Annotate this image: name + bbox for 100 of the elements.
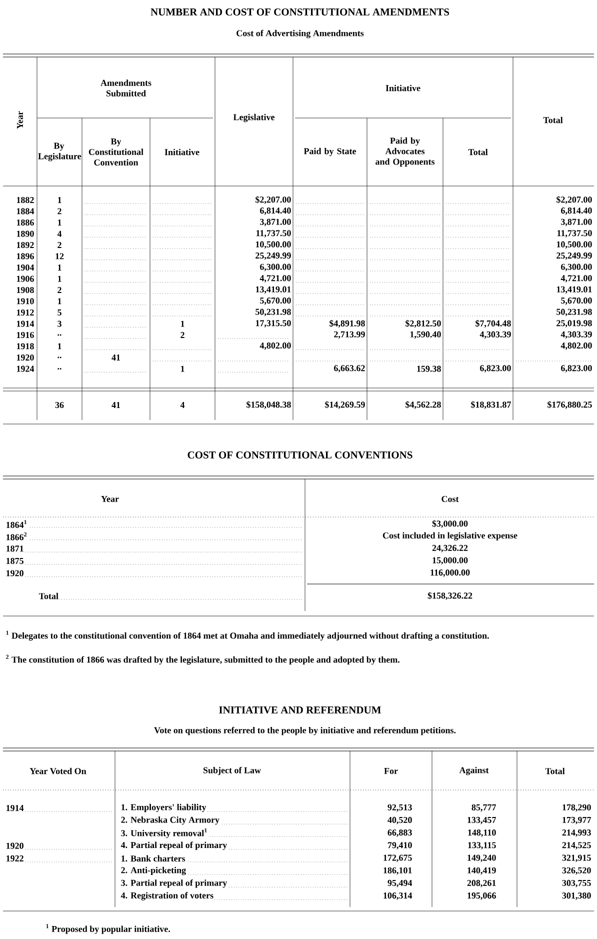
table-cell: $2,207.00: [256, 196, 291, 204]
table-cell: ..: [58, 356, 62, 358]
table-cell: 1. Bank charters: [120, 854, 186, 862]
table-cell: 24,326.22: [432, 544, 468, 552]
table-cell: 1910: [16, 298, 34, 304]
table-cell: 85,777: [472, 804, 496, 812]
column-header: Year Voted On: [30, 768, 86, 774]
table-cell: 1896: [16, 253, 34, 260]
table-cell: 4,802.00: [560, 342, 592, 350]
heading: NUMBER AND COST OF CONSTITUTIONAL AMENDMENTS: [150, 8, 450, 16]
subtitle: Cost of Advertising Amendments: [236, 30, 364, 38]
table-cell: 1908: [16, 286, 34, 294]
table-cell: 3. Partial repeal of primary: [120, 878, 228, 888]
table-cell: $18,831.87: [471, 401, 511, 409]
table-cell: 2. Nebraska City Armory: [120, 816, 220, 826]
table-cell: 6,300.00: [260, 264, 291, 272]
table-cell: 25,249.99: [556, 252, 592, 260]
table-cell: 6,823.00: [480, 365, 511, 372]
table-cell: 66,883: [388, 830, 412, 837]
table-cell: 2,713.99: [334, 331, 365, 339]
table-cell: $4,891.98: [330, 320, 365, 328]
table-cell: 3. University removal$^{1}$: [120, 828, 208, 839]
table-cell: 1890: [16, 230, 34, 237]
table-cell: 159.38: [417, 366, 441, 372]
table-cell: 172,675: [384, 854, 412, 862]
table-cell: $158,048.38: [246, 401, 291, 409]
table-cell: 10,500.00: [256, 241, 291, 249]
table-cell: 1920: [16, 354, 34, 361]
table-cell: 1: [58, 343, 62, 350]
table-cell: 6,814.40: [561, 208, 592, 215]
table-cell: 4,721.00: [560, 275, 592, 282]
table-cell: 1,590.40: [410, 331, 441, 339]
table-cell: 214,525: [562, 842, 591, 850]
table-cell: $7,704.48: [476, 320, 511, 328]
heading: COST OF CONSTITUTIONAL CONVENTIONS: [188, 451, 412, 459]
table-cell: 50,231.98: [256, 308, 291, 316]
table-cell: $4,562.28: [406, 401, 441, 409]
column-header: Amendments Submitted: [100, 80, 152, 96]
table-cell: 12: [56, 253, 64, 260]
table-cell: ..: [58, 368, 62, 370]
column-header: For: [384, 768, 398, 774]
table-cell: 1871: [5, 544, 24, 552]
table-cell: 1: [180, 366, 184, 372]
table-cell: 1904: [16, 264, 34, 271]
table-cell: 1906: [16, 276, 34, 282]
table-cell: 4: [180, 402, 185, 408]
table-cell: 1886: [16, 219, 34, 226]
table-cell: 1. Employers' liability: [120, 803, 207, 813]
table-cell: 13,419.01: [556, 286, 592, 294]
table-cell: 140,419: [468, 867, 496, 875]
table-cell: $14,269.59: [325, 401, 365, 409]
footnote: $^{1}$ Proposed by popular initiative.: [46, 924, 170, 934]
column-header: Initiative: [386, 84, 420, 92]
table-cell: 1912: [16, 309, 34, 316]
table-cell: 6,823.00: [561, 365, 592, 372]
table-cell: 4. Registration of voters: [120, 891, 214, 901]
table-cell: $2,812.50: [406, 320, 441, 328]
table-cell: 1864$^{1}$: [5, 519, 28, 529]
table-cell: 3,871.00: [561, 218, 592, 226]
table-cell: Total: [38, 592, 60, 600]
table-cell: 4. Partial repeal of primary: [120, 841, 228, 851]
table-cell: 4,721.00: [260, 275, 291, 282]
table-cell: 40,520: [388, 816, 412, 824]
table-cell: 50,231.98: [556, 308, 592, 316]
footnote: $^{2}$ The constitution of 1866 was drafted by the legislature, submitted to the people and adopted by them.: [6, 654, 400, 665]
table-cell: 1: [180, 320, 184, 327]
column-header: Initiative: [164, 148, 200, 156]
column-header: By Constitutional Convention: [88, 138, 144, 166]
table-cell: 5: [58, 310, 62, 316]
table-cell: 1884: [16, 208, 34, 214]
column-header: Total: [468, 148, 488, 156]
footnote: $^{1}$ Delegates to the constitutional convention of 1864 met at Omaha and immediately adjourned without drafting a constitution.: [6, 630, 489, 641]
column-header: By Legislature: [38, 142, 82, 162]
table-cell: 1: [58, 298, 62, 304]
table-cell: 133,457: [468, 816, 496, 824]
table-cell: 1882: [16, 196, 34, 204]
column-header: Paid by State: [304, 148, 356, 156]
table-cell: 6,814.40: [260, 208, 291, 215]
table-cell: 1920: [5, 570, 24, 577]
table-cell: 1920: [5, 842, 24, 850]
table-cell: 1918: [16, 343, 34, 350]
table-cell: 6,663.62: [334, 365, 365, 372]
column-header: Year: [17, 111, 23, 129]
table-cell: 11,737.50: [256, 230, 291, 238]
table-cell: 1: [58, 197, 62, 203]
table-cell: 41: [112, 354, 120, 360]
table-cell: 1: [58, 264, 62, 270]
table-cell: 326,520: [562, 867, 591, 875]
table-cell: 106,314: [384, 892, 412, 900]
table-cell: 2: [58, 208, 62, 214]
table-cell: 4,802.00: [260, 342, 291, 350]
table-cell: 149,240: [468, 854, 496, 862]
table-cell: 17,315.50: [256, 320, 291, 328]
table-cell: 214,993: [562, 830, 591, 837]
table-cell: 4,303.39: [560, 331, 592, 339]
table-cell: $176,880.25: [548, 401, 592, 409]
table-cell: 1: [58, 220, 62, 226]
subtitle: Vote on questions referred to the people by initiative and referendum petitions.: [154, 726, 456, 736]
table-cell: 95,494: [388, 880, 412, 888]
table-cell: 2: [180, 332, 184, 338]
